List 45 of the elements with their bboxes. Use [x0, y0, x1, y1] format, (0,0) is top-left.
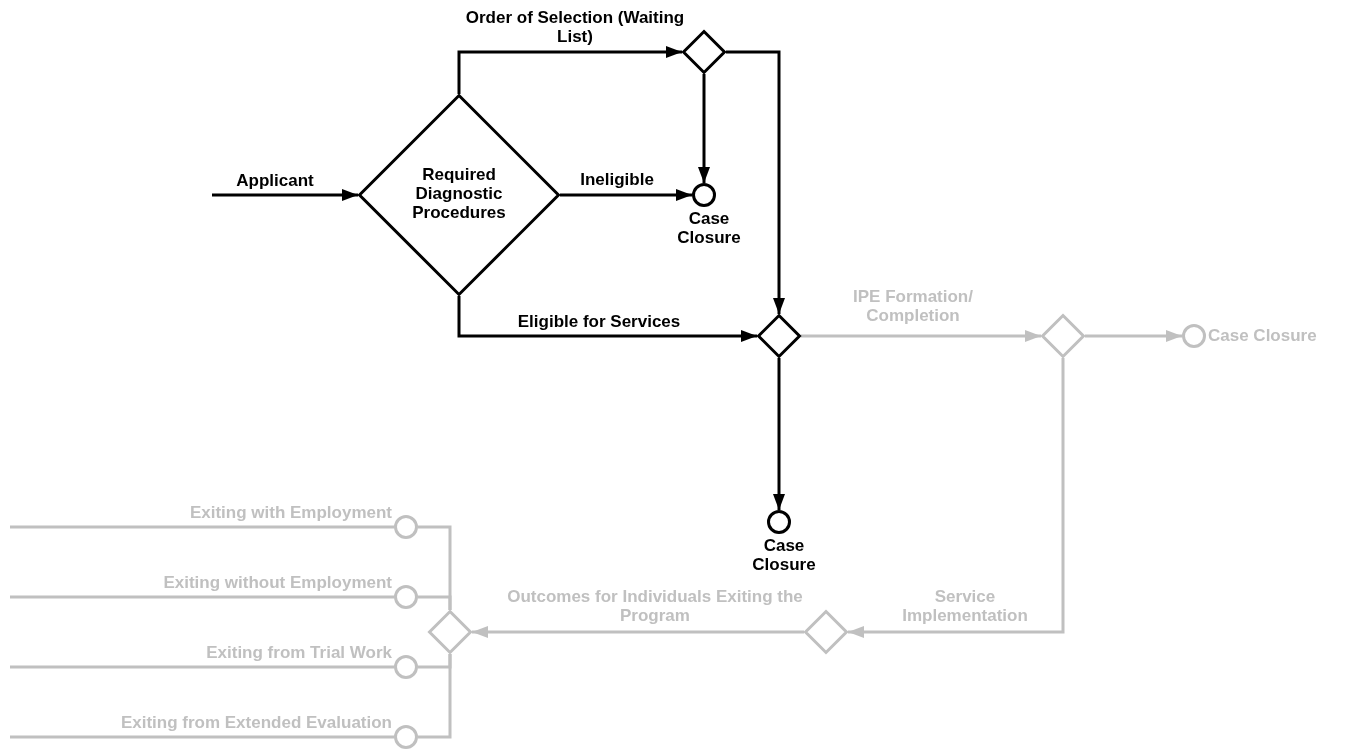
decision-diamond	[358, 94, 560, 296]
arrow	[457, 296, 757, 342]
edge-label: Ineligible	[579, 170, 655, 189]
arrow	[848, 358, 1065, 638]
decision-diamond	[682, 30, 726, 74]
node-label: Required Diagnostic Procedures	[411, 165, 507, 222]
decision-diamond	[757, 314, 801, 358]
node-caption: Exiting from Extended Evaluation	[119, 713, 392, 732]
edge-label: IPE Formation/ Completion	[852, 287, 974, 325]
arrow	[801, 330, 1041, 342]
arrow	[726, 50, 785, 314]
arrow	[1085, 330, 1182, 342]
node-caption: Exiting with Employment	[188, 503, 392, 522]
connector-line	[418, 595, 452, 610]
arrow	[560, 189, 692, 201]
decision-diamond	[428, 610, 472, 654]
arrow	[457, 46, 682, 94]
node-caption: Case Closure	[676, 209, 742, 247]
edge-label: Eligible for Services	[516, 312, 682, 331]
arrow	[698, 74, 710, 183]
connector-line	[10, 735, 394, 739]
end-circle	[394, 585, 418, 609]
node-caption: Exiting from Trial Work	[205, 643, 392, 662]
end-circle	[767, 510, 791, 534]
end-circle	[394, 655, 418, 679]
edge-label: Order of Selection (Waiting List)	[465, 8, 685, 46]
node-caption: Exiting without Employment	[162, 573, 392, 592]
arrow	[212, 189, 358, 201]
arrow	[773, 358, 785, 510]
edge-label: Outcomes for Individuals Exiting the Program	[506, 587, 804, 625]
end-circle	[394, 515, 418, 539]
node-caption: Case Closure	[751, 536, 817, 574]
connector-line	[418, 654, 452, 739]
node-caption: Case Closure	[1208, 326, 1318, 345]
connector-line	[10, 665, 394, 669]
end-circle	[692, 183, 716, 207]
edge-label: Service Implementation	[901, 587, 1029, 625]
connector-line	[10, 525, 394, 529]
end-circle	[1182, 324, 1206, 348]
edge-label: Applicant	[235, 171, 315, 190]
end-circle	[394, 725, 418, 749]
connector-line	[10, 595, 394, 599]
decision-diamond	[804, 610, 848, 654]
decision-diamond	[1041, 314, 1085, 358]
arrow	[472, 626, 804, 638]
